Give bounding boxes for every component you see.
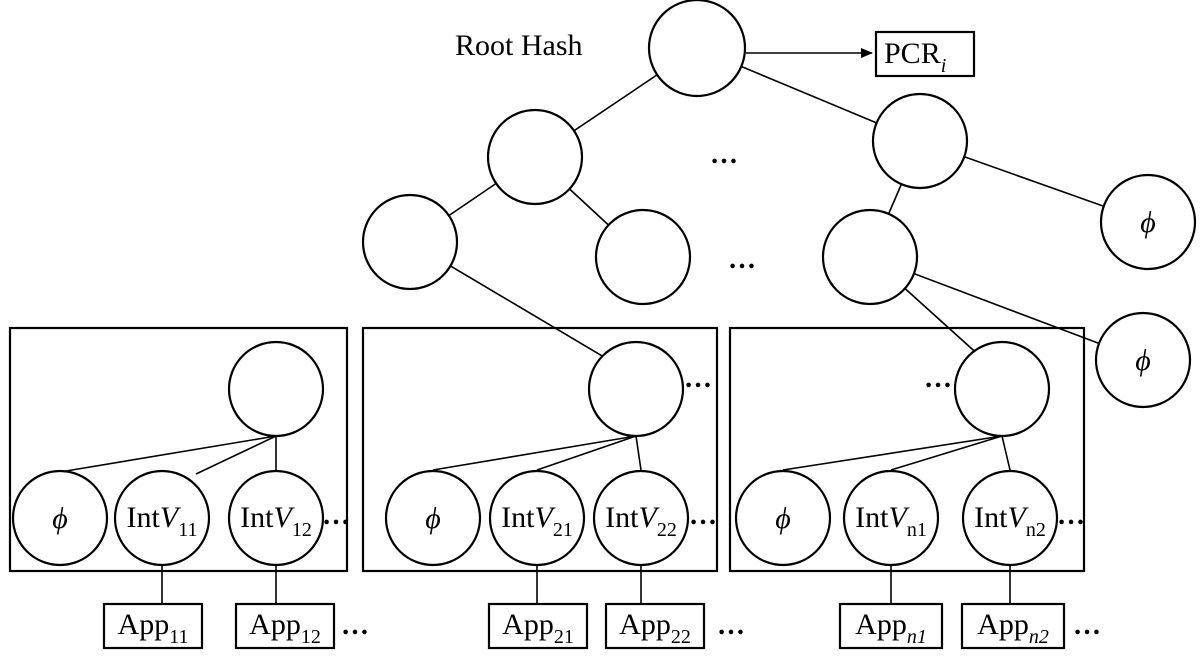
edge-g2-int2 bbox=[635, 435, 642, 471]
group-2-phi-node bbox=[384, 469, 482, 567]
level1-right-node bbox=[871, 92, 969, 190]
edge-g2-phi bbox=[432, 435, 637, 471]
group-1-int-node-2 bbox=[227, 469, 325, 567]
app-box-n2 bbox=[960, 602, 1066, 650]
pcr-label: PCRi bbox=[884, 37, 946, 77]
group-2-root-node bbox=[587, 340, 685, 438]
root-hash-label: Root Hash bbox=[455, 29, 583, 62]
phi-label-right-top: ϕ bbox=[1140, 206, 1156, 239]
app-box-n1 bbox=[838, 602, 944, 650]
group-n-int-node-1 bbox=[842, 469, 940, 567]
level2-mid-node bbox=[594, 208, 692, 306]
app-label-22: App22 bbox=[619, 608, 691, 648]
ellipsis-apps-n: … bbox=[1073, 610, 1101, 641]
group-n-root-node bbox=[953, 340, 1051, 438]
edge-g1-int1 bbox=[195, 435, 277, 475]
group-n-int-label-2: IntVn2 bbox=[974, 501, 1046, 541]
app-box-11 bbox=[102, 602, 204, 650]
group-n-phi-node bbox=[734, 469, 832, 567]
group-n-int-label-1: IntVn1 bbox=[855, 501, 927, 541]
app-label-n1: Appn1 bbox=[855, 608, 927, 648]
group-1-int-label-1: IntV11 bbox=[127, 501, 198, 541]
app-label-12: App12 bbox=[249, 608, 321, 648]
group-1-int-label-2: IntV12 bbox=[240, 501, 312, 541]
app-box-22 bbox=[604, 602, 706, 650]
app-box-12 bbox=[234, 602, 336, 650]
group-1-root-node bbox=[227, 340, 325, 438]
group-1-frame bbox=[8, 326, 349, 573]
group-1-int-node-1 bbox=[113, 469, 211, 567]
ellipsis-group-2-root: … bbox=[684, 363, 712, 394]
edge-gn-phi bbox=[782, 435, 1003, 471]
ellipsis-group-n-root: … bbox=[924, 363, 952, 394]
group-2-frame bbox=[361, 326, 719, 573]
group-1-phi-node bbox=[11, 469, 109, 567]
app-box-21 bbox=[487, 602, 589, 650]
ellipsis-apps-1: … bbox=[341, 610, 369, 641]
group-1-phi-label: ϕ bbox=[52, 502, 68, 535]
empty-node-right-bottom bbox=[1094, 311, 1192, 409]
app-label-n2: Appn2 bbox=[977, 608, 1049, 648]
edge-gn-int1 bbox=[890, 435, 1003, 471]
app-label-21: App21 bbox=[502, 608, 574, 648]
empty-node-right-top bbox=[1099, 173, 1197, 271]
ellipsis-tree-upper: … bbox=[710, 139, 738, 170]
edge-gn-int2 bbox=[1001, 435, 1011, 471]
edge-g1-phi bbox=[59, 435, 277, 473]
ellipsis-group-2-ints: … bbox=[689, 500, 717, 531]
ellipsis-group-n-ints: … bbox=[1057, 500, 1085, 531]
level2-right-node bbox=[821, 208, 919, 306]
group-n-int-node-2 bbox=[961, 469, 1059, 567]
edge-rl-phi bbox=[869, 256, 1144, 361]
group-2-phi-label: ϕ bbox=[425, 502, 441, 535]
level2-left-node bbox=[361, 193, 459, 291]
root-node bbox=[647, 0, 747, 98]
tree-nodes bbox=[11, 0, 1197, 567]
group-2-int-label-1: IntV21 bbox=[501, 501, 573, 541]
group-2-int-label-2: IntV22 bbox=[605, 501, 677, 541]
group-n-frame bbox=[728, 326, 1086, 573]
app-label-11: App11 bbox=[118, 608, 189, 648]
level1-left-node bbox=[486, 108, 584, 206]
group-2-int-node-2 bbox=[592, 469, 690, 567]
group-n-phi-label: ϕ bbox=[775, 502, 791, 535]
pcr-box bbox=[874, 30, 976, 78]
edge-g2-int1 bbox=[536, 435, 637, 471]
ellipsis-tree-lower: … bbox=[728, 244, 756, 275]
ellipsis-group-1-ints: … bbox=[322, 500, 350, 531]
phi-label-right-bottom: ϕ bbox=[1135, 344, 1151, 377]
group-2-int-node-1 bbox=[488, 469, 586, 567]
ellipsis-apps-2: … bbox=[717, 610, 745, 641]
